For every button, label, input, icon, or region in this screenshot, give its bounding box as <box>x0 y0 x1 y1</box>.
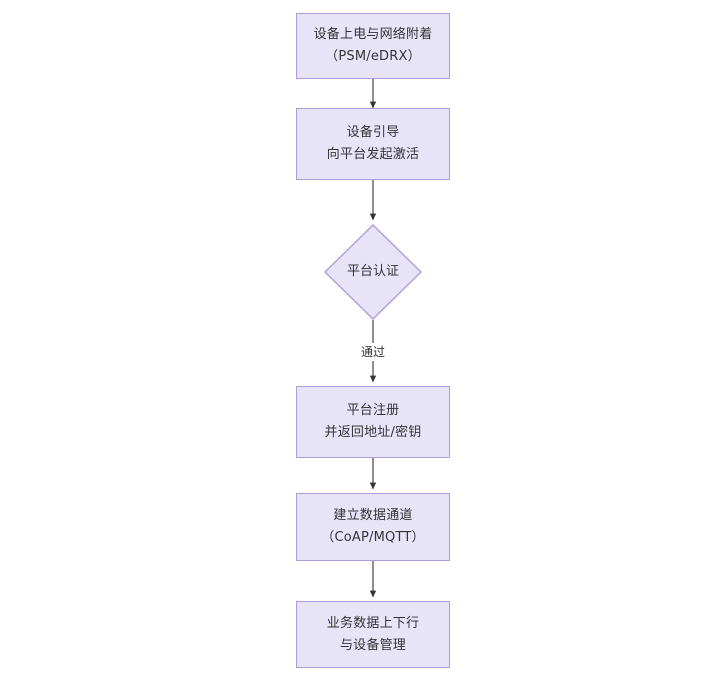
node-power-on-label: 设备上电与网络附着 （PSM/eDRX） <box>313 27 433 64</box>
node-platform-register-label: 平台注册 并返回地址/密钥 <box>324 403 422 440</box>
node-platform-register[interactable]: 平台注册 并返回地址/密钥 <box>296 386 450 458</box>
node-bootstrap[interactable]: 设备引导 向平台发起激活 <box>296 108 450 180</box>
node-power-on[interactable]: 设备上电与网络附着 （PSM/eDRX） <box>296 13 450 79</box>
node-data-channel[interactable]: 建立数据通道 （CoAP/MQTT） <box>296 493 450 561</box>
diamond-shape <box>324 224 422 320</box>
node-bootstrap-label: 设备引导 向平台发起激活 <box>326 125 420 162</box>
node-platform-auth-label: 平台认证 <box>346 264 399 279</box>
node-business-data[interactable]: 业务数据上下行 与设备管理 <box>296 601 450 668</box>
edge-label-pass: 通过 <box>357 343 389 361</box>
node-data-channel-label: 建立数据通道 （CoAP/MQTT） <box>321 508 425 545</box>
node-business-data-label: 业务数据上下行 与设备管理 <box>326 615 420 653</box>
node-platform-auth[interactable]: 平台认证 <box>324 224 422 320</box>
